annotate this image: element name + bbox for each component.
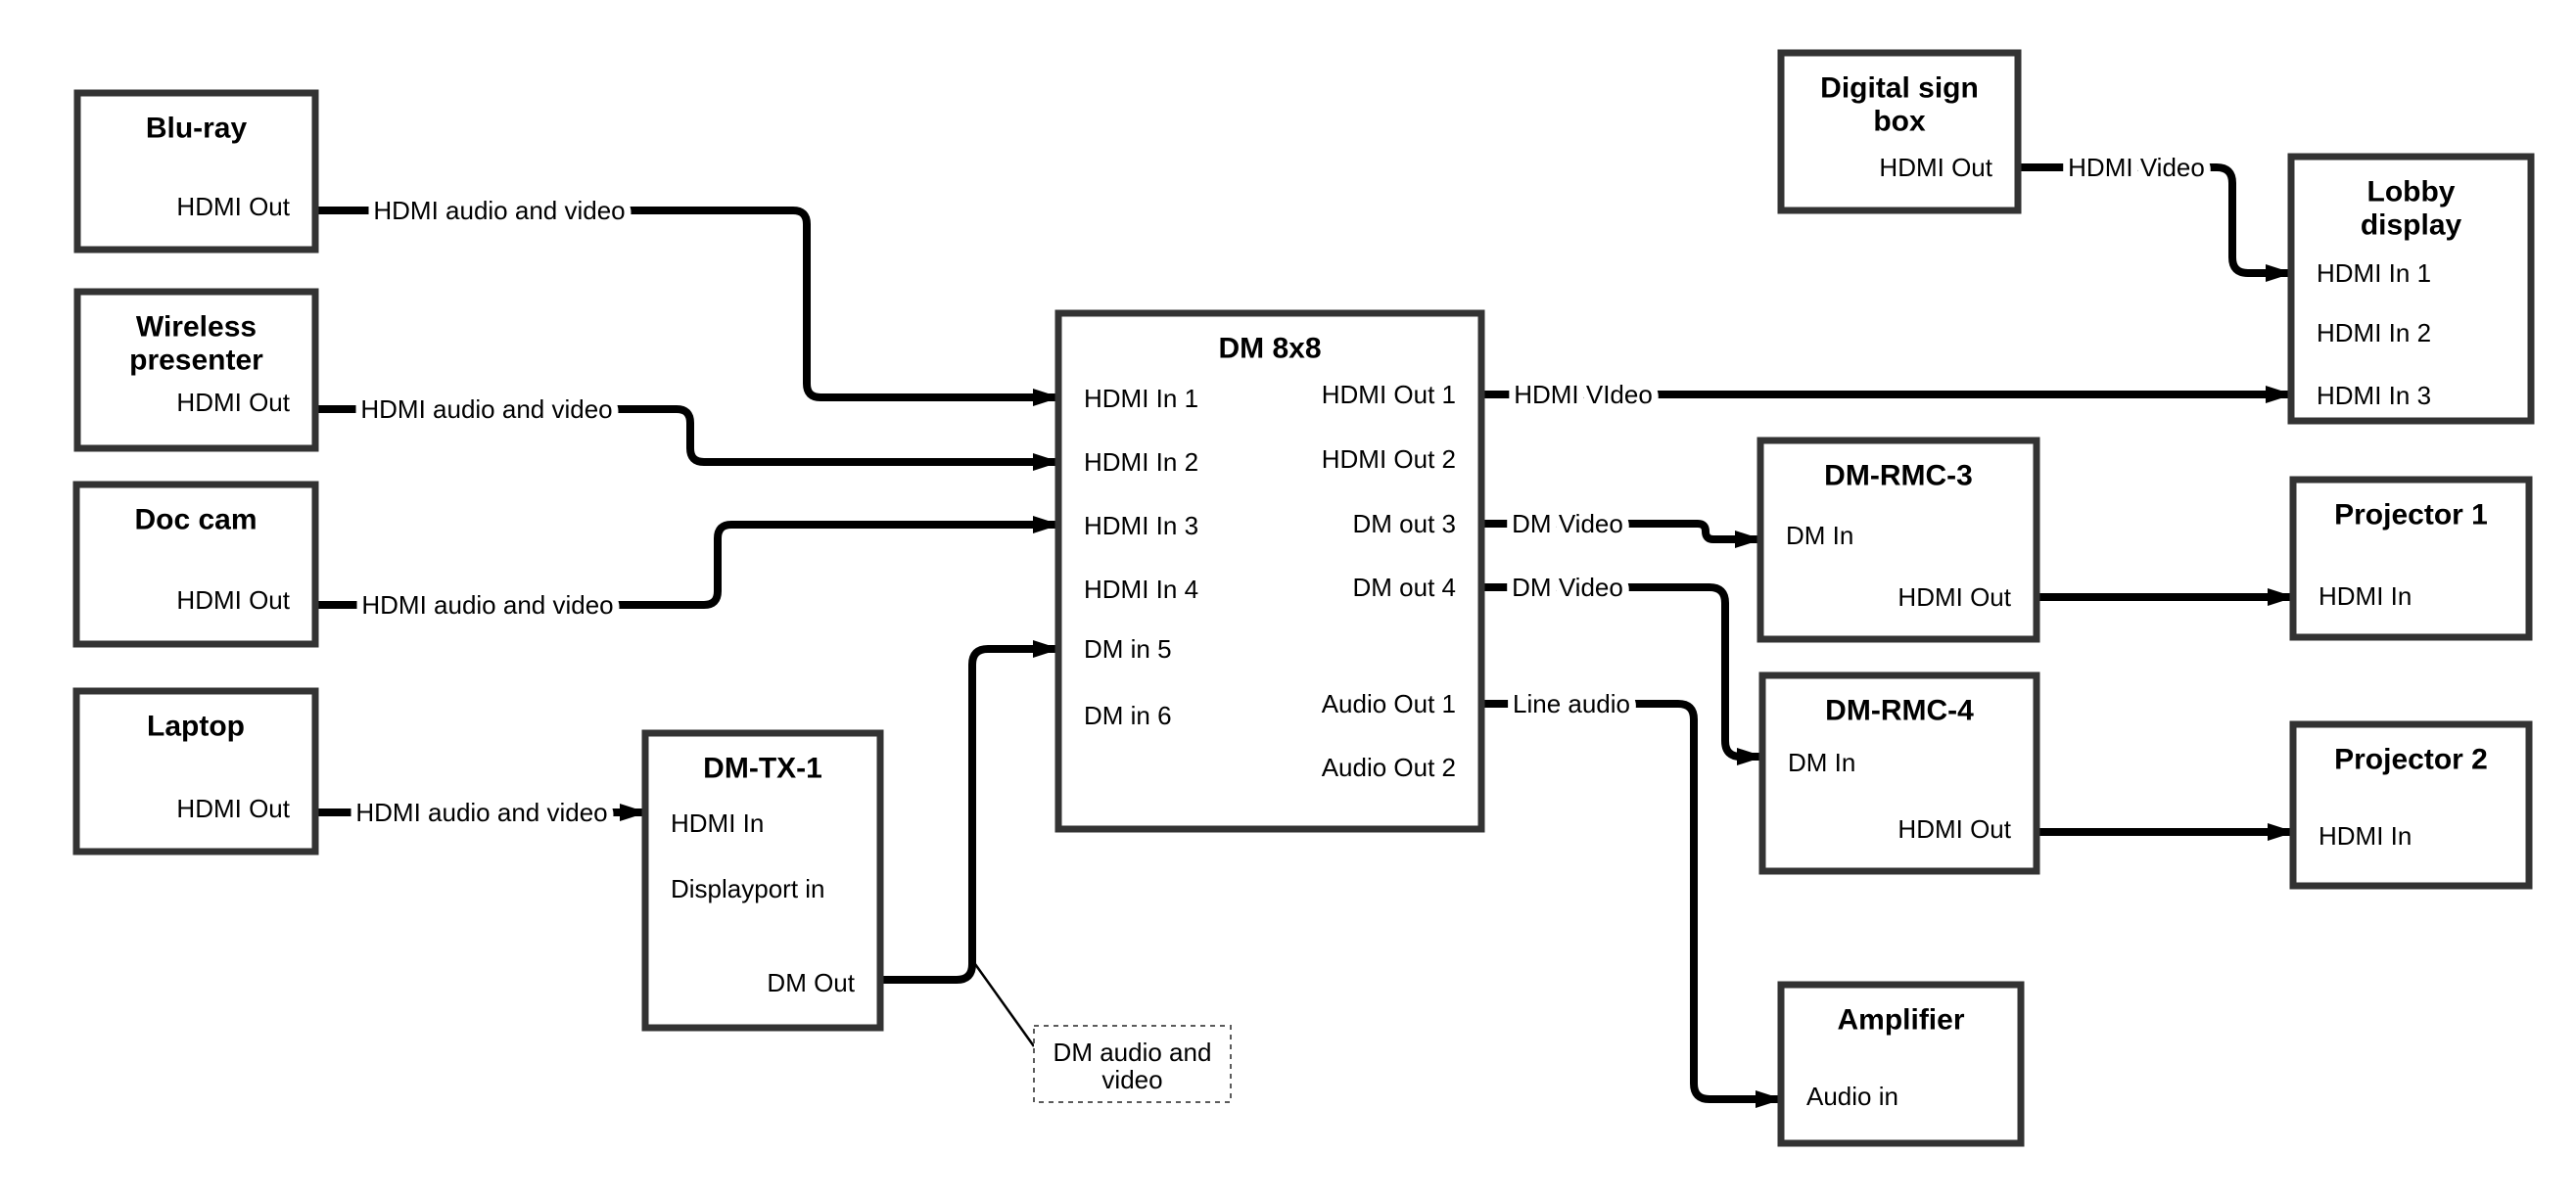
node-projector-2-title-line-0: Projector 2 [2334,744,2488,776]
wire-dm-out-4-to-rmc4 [1481,583,1764,765]
node-dm-tx-1-title-line-0: DM-TX-1 [703,753,822,785]
wire-label-audio-out-1-to-amplifier: Line audio [1513,689,1630,718]
node-amplifier-title-line-0: Amplifier [1837,1004,1964,1037]
node-digital-sign-box-port-hdmi-out: HDMI Out [1879,153,1992,182]
wire-label-dm-out-3-to-rmc3: DM Video [1512,509,1623,538]
node-laptop-title-line-0: Laptop [147,711,245,743]
node-doc-cam-box [72,481,319,648]
node-wireless-presenter-title-line-1: presenter [129,345,263,377]
node-projector-1-port-hdmi-in: HDMI In [2318,581,2412,611]
node-dm-rmc-4-port-dm-in: DM In [1788,748,1855,777]
wire-dmtx1-to-dm-in-5 [880,640,1060,984]
node-amplifier-port-audio-in: Audio in [1806,1082,1898,1111]
wire-doccam-to-hdmi-in-3 [315,516,1060,609]
node-digital-sign-box-box [1777,49,2022,214]
node-projector-2-port-hdmi-in: HDMI In [2318,821,2412,851]
wire-label-hdmi-out-1-to-lobby: HDMI VIdeo [1514,380,1653,409]
node-lobby-display-port-hdmi-in-1: HDMI In 1 [2317,258,2431,288]
node-lobby-display-port-hdmi-in-2: HDMI In 2 [2317,318,2431,347]
node-blu-ray-port-hdmi-out: HDMI Out [176,192,290,221]
wires-layer [315,163,2295,1108]
node-dm-8x8-box [1054,309,1485,833]
node-dm-8x8-port-dm-out-3: DM out 3 [1353,509,1457,538]
node-doc-cam-port-hdmi-out: HDMI Out [176,585,290,615]
node-lobby-display-port-hdmi-in-3: HDMI In 3 [2317,381,2431,410]
wire-label-dm-out-4-to-rmc4: DM Video [1512,573,1623,602]
node-digital-sign-box-title-line-0: Digital sign [1820,72,1979,105]
node-dm-8x8-port-hdmi-in-3: HDMI In 3 [1084,511,1198,540]
wire-label-doccam-to-hdmi-in-3: HDMI audio and video [361,590,613,620]
node-dm-8x8-port-hdmi-in-2: HDMI In 2 [1084,447,1198,477]
node-dm-rmc-3: DM-RMC-3 DM In HDMI Out [1756,437,2040,643]
node-digital-sign-box-title-line-1: box [1873,106,1926,138]
note-leader-line [973,963,1036,1047]
node-dm-rmc-3-port-dm-in: DM In [1786,521,1853,550]
node-blu-ray-box [73,89,319,254]
node-wireless-presenter-port-hdmi-out: HDMI Out [176,388,290,417]
node-dm-rmc-3-title-line-0: DM-RMC-3 [1824,460,1973,492]
node-lobby-display-title-line-1: display [2361,209,2462,242]
wire-audio-out-1-to-amplifier [1481,700,1783,1108]
node-dm-8x8-port-audio-out-2: Audio Out 2 [1322,753,1456,782]
node-projector-2: Projector 2 HDMI In [2289,720,2533,890]
node-dm-rmc-4-box [1758,671,2040,875]
note-text-line-1: video [1101,1065,1162,1094]
wire-wireless-to-hdmi-in-2 [315,405,1060,471]
node-dm-8x8-port-hdmi-out-2: HDMI Out 2 [1322,444,1456,474]
node-wireless-presenter-title-line-0: Wireless [136,311,257,344]
node-dm-rmc-3-box [1756,437,2040,643]
node-dm-tx-1-port-dm-out: DM Out [767,968,855,997]
node-dm-tx-1-port-hdmi-in: HDMI In [671,808,764,838]
note-text-line-0: DM audio and [1054,1038,1212,1067]
wire-label-wireless-to-hdmi-in-2: HDMI audio and video [360,394,612,424]
wire-label-digital-sign-to-lobby: HDMI Video [2068,153,2205,182]
node-dm-8x8-port-hdmi-out-1: HDMI Out 1 [1322,380,1456,409]
node-wireless-presenter-box [73,288,319,452]
node-dm-8x8-port-dm-out-4: DM out 4 [1353,573,1457,602]
node-projector-1: Projector 1 HDMI In [2289,476,2533,641]
note-box [1033,1025,1232,1103]
wire-digital-sign-to-lobby [2018,163,2293,282]
node-dm-8x8-port-dm-in-5: DM in 5 [1084,634,1172,664]
node-projector-1-box [2289,476,2533,641]
node-laptop-box [72,687,319,855]
wire-label-laptop-to-dmtx1: HDMI audio and video [355,798,607,827]
node-amplifier-box [1777,981,2025,1147]
node-projector-1-title-line-0: Projector 1 [2334,499,2488,531]
node-dm-rmc-4-port-hdmi-out: HDMI Out [1897,814,2011,844]
node-lobby-display-title-line-0: Lobby [2367,176,2456,208]
node-dm-rmc-4-title-line-0: DM-RMC-4 [1825,695,1974,727]
node-projector-2-box [2289,720,2533,890]
node-lobby-display-box [2287,153,2535,425]
node-laptop-port-hdmi-out: HDMI Out [176,794,290,823]
wire-dm-out-3-to-rmc3 [1481,520,1762,548]
node-dm-tx-1-box [641,729,884,1032]
node-dm-8x8-port-hdmi-in-1: HDMI In 1 [1084,384,1198,413]
node-dm-tx-1-port-displayport-in: Displayport in [671,874,825,903]
wire-label-bluray-to-hdmi-in-1: HDMI audio and video [373,196,625,225]
node-dm-8x8-port-hdmi-in-4: HDMI In 4 [1084,575,1198,604]
node-dm-8x8-title-line-0: DM 8x8 [1218,333,1321,365]
node-blu-ray-title-line-0: Blu-ray [146,113,248,145]
node-dm-8x8-port-dm-in-6: DM in 6 [1084,701,1172,730]
node-doc-cam-title-line-0: Doc cam [134,504,257,536]
node-dm-rmc-3-port-hdmi-out: HDMI Out [1897,582,2011,612]
node-dm-8x8-port-audio-out-1: Audio Out 1 [1322,689,1456,718]
wire-bluray-to-hdmi-in-1 [315,207,1060,406]
node-dm-rmc-4: DM-RMC-4 DM In HDMI Out [1758,671,2040,875]
